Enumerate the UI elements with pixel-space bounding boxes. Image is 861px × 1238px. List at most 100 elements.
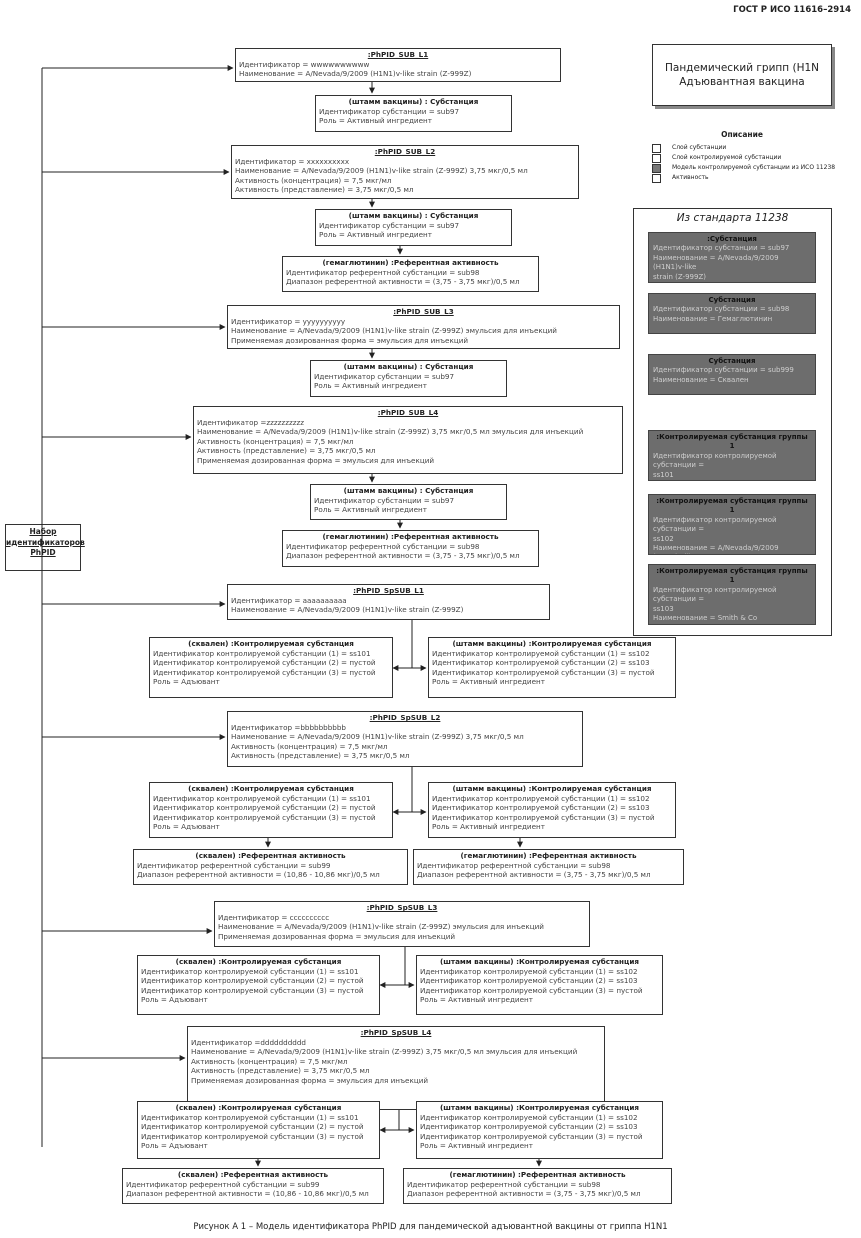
box-line: Идентификатор референтной субстанции = s… [286, 541, 480, 551]
box-line: Идентификатор =bbbbbbbbbb [231, 722, 346, 732]
box-line: Идентификатор референтной субстанции = s… [407, 1179, 601, 1189]
box-title: (штамм вакцины) : Субстанция [348, 97, 479, 106]
legend-swatch [652, 144, 661, 153]
box-title: (гемаглютинин) :Референтная активность [449, 1170, 626, 1179]
phpid-set-label-line-1: Набор [29, 527, 57, 536]
box-line: Наименование = A/Nevada/9/2009 (H1N1)v-l… [218, 922, 544, 932]
diagram-title-line-1: Пандемический грипп (H1N [664, 62, 820, 74]
diagram-title-box: Пандемический грипп (H1N Адъювантная вак… [652, 44, 832, 106]
box-line: Идентификатор контролируемой субстанции … [420, 985, 643, 995]
box-line: Роль = Адъювант [153, 822, 220, 832]
box-line: Наименование = A/Nevada/9/2009 (H1N1)v-l… [235, 166, 528, 176]
box-title: (штамм вакцины) : Субстанция [343, 362, 474, 371]
legend-item: Слой контролируемой субстанции [652, 153, 832, 163]
box-line: Активность (представление) = 3,75 мкг/0,… [231, 751, 410, 761]
diagram-title-line-2: Адъювантная вакцина [679, 76, 805, 88]
box-line: Наименование = A/Nevada/9/2009 (H1N1)v-l… [231, 605, 464, 615]
box-line: Идентификатор =zzzzzzzzzz [197, 417, 305, 427]
legend-title: Описание [721, 130, 763, 139]
standard-panel-title: Из стандарта 11238 [676, 212, 789, 224]
legend-label: Слой субстанции [672, 144, 727, 151]
phpid-set-label-line-2: идентификаторов [6, 537, 85, 547]
box-line: Роль = Активный ингредиент [420, 1141, 533, 1151]
box-line: Идентификатор контролируемой субстанции … [153, 658, 376, 668]
box-line: Идентификатор референтной субстанции = s… [137, 860, 331, 870]
box-line: Идентификатор =dddddddddd [191, 1037, 306, 1047]
box-title: :PhPID_SpSUB_L1 [353, 586, 424, 595]
box-line: Идентификатор контролируемой субстанции … [653, 585, 777, 604]
box-line: Активность (концентрация) = 7,5 мкг/мл [191, 1056, 348, 1066]
box-line: strain (Z-999Z) [653, 272, 706, 281]
box-line: Идентификатор контролируемой субстанции … [432, 803, 650, 813]
box-line: ss101 [653, 470, 674, 479]
box-line: Идентификатор = yyyyyyyyyy [231, 316, 346, 326]
box-title: (штамм вакцины) :Контролируемая субстанц… [439, 1103, 639, 1112]
box-line: Диапазон референтной активности = (3,75 … [407, 1189, 641, 1199]
box-line: Применяемая дозированная форма = эмульси… [231, 335, 469, 345]
box-line: ss102 [653, 534, 674, 543]
box-line: Идентификатор = wwwwwwwwww [239, 59, 370, 69]
box-line: Идентификатор контролируемой субстанции … [420, 1131, 643, 1141]
box-line: Идентификатор субстанции = sub999 [653, 366, 794, 375]
box-title: (штамм вакцины) :Контролируемая субстанц… [452, 639, 652, 648]
box-line: Диапазон референтной активности = (10,86… [137, 870, 380, 880]
box-line: Наименование = Гемаглютинин [653, 314, 773, 323]
box-title: (гемаглютинин) :Референтная активность [322, 258, 499, 267]
box-line: Роль = Адъювант [153, 677, 220, 687]
box-line: Роль = Активный ингредиент [319, 230, 432, 240]
box-line: Активность (представление) = 3,75 мкг/0,… [235, 185, 414, 195]
phpid-set-label: Набор идентификаторов PhPID [5, 524, 85, 571]
legend-item: Активность [652, 173, 832, 183]
controlled-substance-box: (штамм вакцины) :Контролируемая субстанц… [428, 637, 676, 698]
box-line: Идентификатор контролируемой субстанции … [420, 1112, 638, 1122]
box-line: Идентификатор контролируемой субстанции … [153, 648, 371, 658]
box-title: (гемаглютинин) :Референтная активность [460, 851, 637, 860]
box-title: (сквален) :Контролируемая субстанция [175, 1103, 342, 1112]
legend-swatch [652, 154, 661, 163]
box-line: Идентификатор = xxxxxxxxxx [235, 156, 350, 166]
box-line: Идентификатор субстанции = sub97 [653, 244, 790, 253]
box-line: Наименование = A/Nevada/9/2009 (H1N1)v-l… [197, 427, 584, 437]
box-line: Наименование = Сквален [653, 375, 749, 384]
box-line: Идентификатор контролируемой субстанции … [141, 966, 359, 976]
legend-label: Модель контролируемой субстанции из ИСО … [672, 164, 836, 171]
box-title: (сквален) :Референтная активность [177, 1170, 329, 1179]
box-line: Идентификатор контролируемой субстанции … [432, 793, 650, 803]
box-line: Идентификатор контролируемой субстанции … [432, 667, 655, 677]
box-line: Идентификатор контролируемой субстанции … [153, 803, 376, 813]
box-line: Роль = Активный ингредиент [432, 822, 545, 832]
box-title: :PhPID_SpSUB_L3 [366, 903, 438, 912]
box-title: (сквален) :Контролируемая субстанция [175, 957, 342, 966]
legend-label: Активность [672, 174, 709, 181]
box-title: :Контролируемая субстанция группы 1 [656, 433, 808, 451]
box-title: (штамм вакцины) :Контролируемая субстанц… [452, 784, 652, 793]
box-line: Идентификатор = aaaaaaaaaa [231, 595, 347, 605]
box-title: :PhPID_SpSUB_L4 [360, 1028, 432, 1037]
box-line: Роль = Активный ингредиент [314, 381, 427, 391]
box-title: Субстанция [708, 357, 756, 365]
box-line: Идентификатор субстанции = sub97 [319, 220, 460, 230]
box-line: Диапазон референтной активности = (3,75 … [286, 551, 520, 561]
box-line: Наименование = A/Nevada/9/2009 (H1N1)v-l… [191, 1047, 578, 1057]
box-line: Идентификатор референтной субстанции = s… [417, 860, 611, 870]
box-line: Применяемая дозированная форма = эмульси… [197, 455, 435, 465]
box-line: Активность (представление) = 3,75 мкг/0,… [191, 1066, 370, 1076]
box-title: Субстанция [708, 296, 756, 304]
